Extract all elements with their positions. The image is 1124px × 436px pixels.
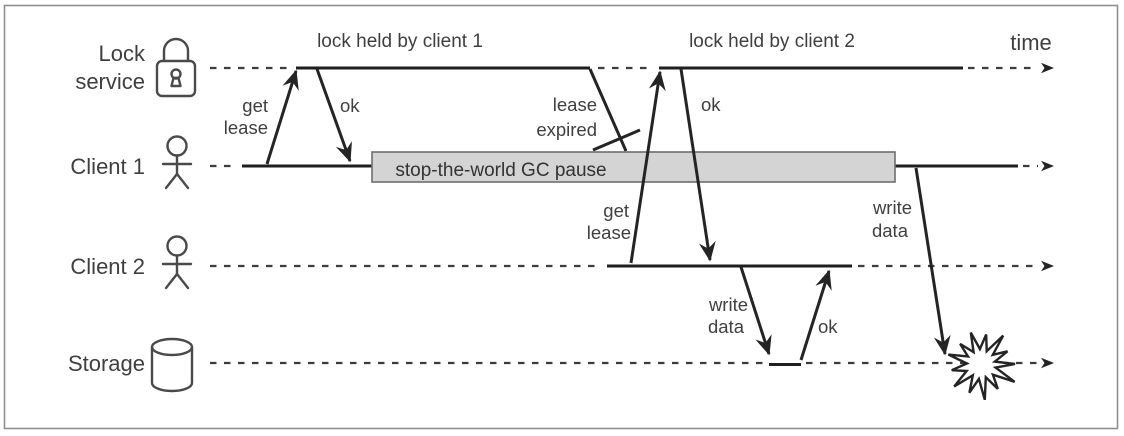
person-icon (161, 235, 193, 290)
database-cylinder-icon (150, 337, 194, 393)
ok-storage-arrow (799, 269, 832, 361)
write-data2-label-2: data (708, 316, 745, 337)
write-data1-label-1: write (872, 197, 912, 218)
diagram-border (3, 4, 1119, 430)
write-data2-label-1: write (708, 294, 748, 315)
write-data1-label-2: data (872, 220, 909, 241)
lane-label-client2: Client 2 (70, 254, 145, 279)
expiry-cross-icon (592, 128, 641, 152)
gc-pause-label: stop-the-world GC pause (395, 160, 606, 181)
get-lease1-arrow (265, 69, 299, 165)
gc-pause-box: stop-the-world GC pause (371, 151, 896, 183)
ok1-label: ok (340, 95, 360, 116)
lane-label-storage: Storage (68, 351, 145, 376)
explosion-burst-icon (947, 332, 1016, 401)
arrowhead-icon (1041, 160, 1054, 172)
get-lease2-arrow (629, 70, 666, 264)
lock-service-lifeline (210, 62, 1054, 74)
lane-label-client1: Client 1 (70, 154, 145, 179)
person-icon (161, 135, 193, 190)
get-lease1-label-1: get (242, 95, 268, 116)
arrowhead-icon (1041, 260, 1054, 272)
gc-pause-rect (371, 151, 896, 183)
phase-label-lock-held-1: lock held by client 1 (317, 31, 483, 52)
lane-label-lock-service-1: Lock (99, 41, 146, 66)
phase-label-lock-held-2: lock held by client 2 (689, 31, 855, 52)
write-data1-arrow (914, 167, 951, 356)
padlock-icon (155, 37, 197, 98)
lease-expired-label-2: expired (536, 119, 597, 140)
ok1-arrow (315, 68, 352, 163)
storage-lifeline (210, 357, 1054, 369)
ok2-label: ok (701, 94, 721, 115)
arrowhead-icon (1041, 62, 1054, 74)
client2-lifeline (210, 260, 1054, 272)
get-lease1-label-2: lease (224, 117, 268, 138)
ok-storage-label: ok (818, 316, 838, 337)
time-axis-label: time (1010, 30, 1052, 55)
get-lease2-label-1: get (603, 200, 629, 221)
get-lease2-label-2: lease (587, 222, 631, 243)
lease-expired-mark (588, 68, 641, 152)
client1-lifeline (210, 160, 1054, 172)
lease-expired-label-1: lease (553, 94, 597, 115)
arrowhead-icon (1041, 357, 1054, 369)
ok2-arrow (679, 68, 716, 262)
lane-label-lock-service-2: service (75, 69, 145, 94)
write-data2-arrow (739, 266, 772, 356)
